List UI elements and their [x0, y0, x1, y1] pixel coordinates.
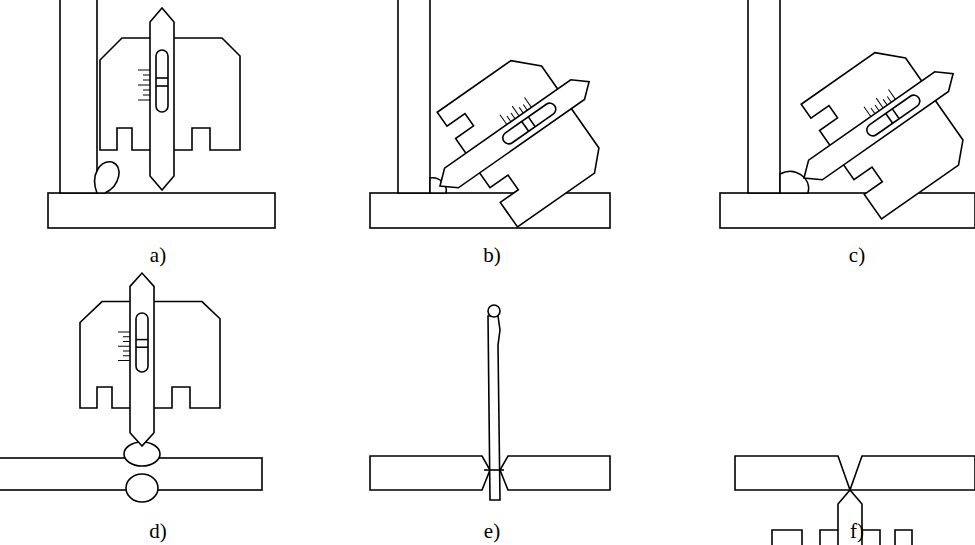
panel-b — [370, 0, 634, 250]
panel-label: d) — [149, 521, 167, 542]
panel-label: b) — [483, 245, 501, 266]
panel-d — [0, 273, 262, 502]
panel-label: e) — [484, 521, 500, 542]
panel-c — [720, 0, 975, 242]
panel-a — [48, 0, 275, 228]
panel-e — [370, 305, 610, 500]
panel-label: c) — [849, 245, 865, 266]
panel-label: f) — [850, 521, 864, 542]
panel-f — [735, 456, 975, 545]
panel-label: a) — [150, 245, 166, 266]
